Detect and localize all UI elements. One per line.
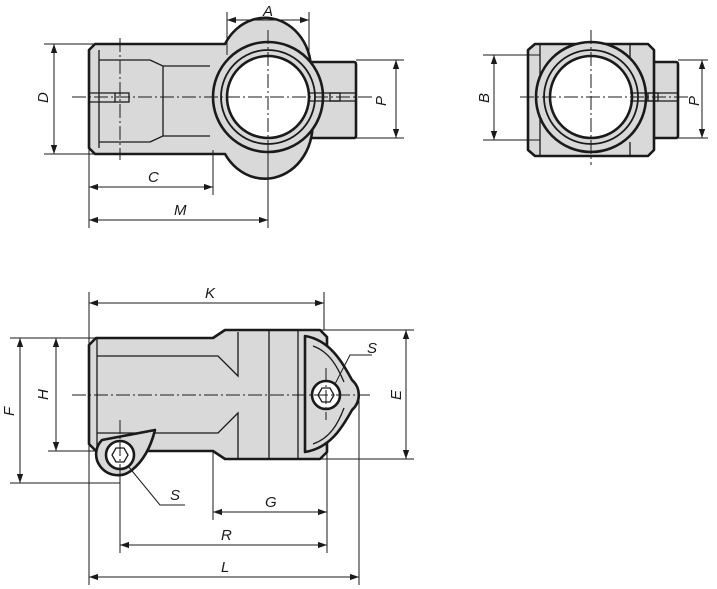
label-k: K	[205, 285, 216, 302]
label-l: L	[221, 559, 229, 576]
top-left-dimensions	[44, 12, 404, 228]
top-right-dimensions	[483, 54, 708, 141]
label-m: M	[174, 202, 187, 219]
dimension-labels: A D P C M B P K F H S E S G R L	[1, 3, 703, 576]
label-f: F	[1, 406, 18, 416]
label-c: C	[148, 169, 159, 186]
label-a: A	[262, 3, 273, 20]
bottom-view	[72, 328, 370, 488]
top-right-view	[520, 30, 690, 165]
label-s-bottom: S	[170, 487, 180, 504]
label-p-left: P	[373, 96, 390, 106]
label-g: G	[265, 494, 277, 511]
label-e: E	[388, 389, 405, 400]
label-b: B	[476, 93, 493, 103]
bottom-dimensions	[10, 292, 414, 585]
label-d: D	[35, 92, 52, 103]
label-r: R	[221, 527, 232, 544]
label-s-top: S	[367, 340, 377, 357]
label-h: H	[35, 389, 52, 400]
label-p-right: P	[686, 96, 703, 106]
top-left-view	[72, 16, 372, 181]
